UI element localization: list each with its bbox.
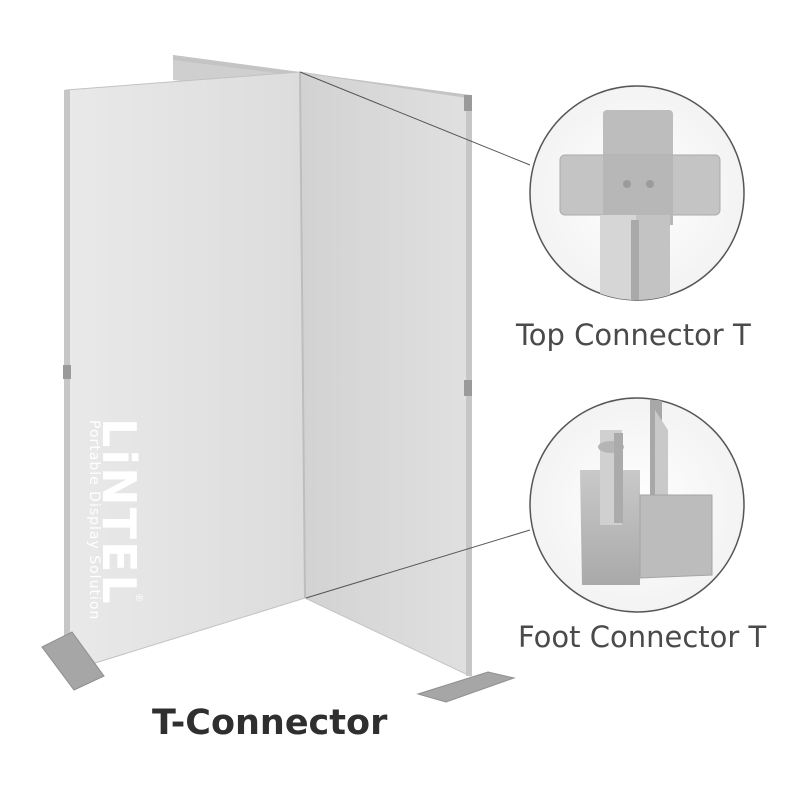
foot-connector-detail [529,397,745,613]
top-connector-detail [529,85,745,301]
leader-line-foot [305,529,531,599]
page-title: T-Connector [152,703,388,743]
right-foot [416,671,516,703]
brand-registered-mark: ® [133,594,144,602]
frame-clip [464,380,472,396]
left-foot [41,631,105,691]
foot-connector-caption: Foot Connector T [518,620,767,654]
front-panel-frame-left [64,90,70,672]
side-panel [299,71,471,677]
frame-clip [464,95,472,111]
brand-logo: LiNTEL ® Portable Display Solution [86,418,146,621]
top-connector-caption: Top Connector T [516,318,751,352]
leader-line-top [299,71,531,166]
brand-tagline: Portable Display Solution [86,420,102,621]
frame-clip [63,365,71,379]
panel-joint [299,71,306,599]
